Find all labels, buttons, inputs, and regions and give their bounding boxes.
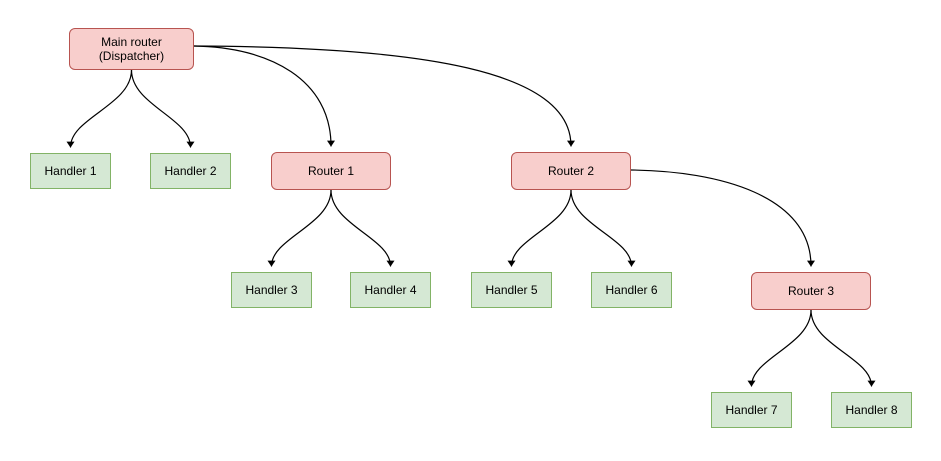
node-label-router-3: Router 3 [787,284,835,298]
node-handler-7[interactable]: Handler 7 [711,392,792,428]
node-router-2[interactable]: Router 2 [511,152,631,190]
node-label-router-1: Router 1 [307,164,355,178]
edge-router-1-to-handler-3 [267,189,332,267]
edge-main-to-router-1 [193,45,335,147]
edge-path-group [66,45,876,387]
node-label-handler-3: Handler 3 [245,283,298,297]
node-label-handler-1: Handler 1 [44,164,97,178]
node-handler-8[interactable]: Handler 8 [831,392,912,428]
edge-router-3-to-handler-7 [747,309,812,387]
node-label-handler-2: Handler 2 [164,164,217,178]
node-router-1[interactable]: Router 1 [271,152,391,190]
edge-router-1-to-handler-4 [330,189,395,267]
node-label-handler-8: Handler 8 [845,403,898,417]
node-router-3[interactable]: Router 3 [751,272,871,310]
node-label-handler-5: Handler 5 [485,283,538,297]
edge-router-3-to-handler-8 [810,309,876,387]
node-handler-2[interactable]: Handler 2 [150,153,231,189]
node-handler-6[interactable]: Handler 6 [591,272,672,308]
node-handler-4[interactable]: Handler 4 [350,272,431,308]
node-handler-1[interactable]: Handler 1 [30,153,111,189]
edge-main-to-handler-2 [130,69,195,148]
node-label-handler-4: Handler 4 [364,283,417,297]
edge-main-to-router-2 [193,45,575,147]
edge-router-2-to-router-3 [630,169,815,267]
edge-router-2-to-handler-5 [507,189,572,267]
node-main-router[interactable]: Main router (Dispatcher) [69,28,194,70]
node-label-handler-7: Handler 7 [725,403,778,417]
node-handler-3[interactable]: Handler 3 [231,272,312,308]
node-label-router-2: Router 2 [547,164,595,178]
edge-router-2-to-handler-6 [570,189,636,267]
node-label-handler-6: Handler 6 [605,283,658,297]
node-label-main-router: Main router (Dispatcher) [98,35,165,63]
node-handler-5[interactable]: Handler 5 [471,272,552,308]
edge-main-to-handler-1 [66,69,133,148]
